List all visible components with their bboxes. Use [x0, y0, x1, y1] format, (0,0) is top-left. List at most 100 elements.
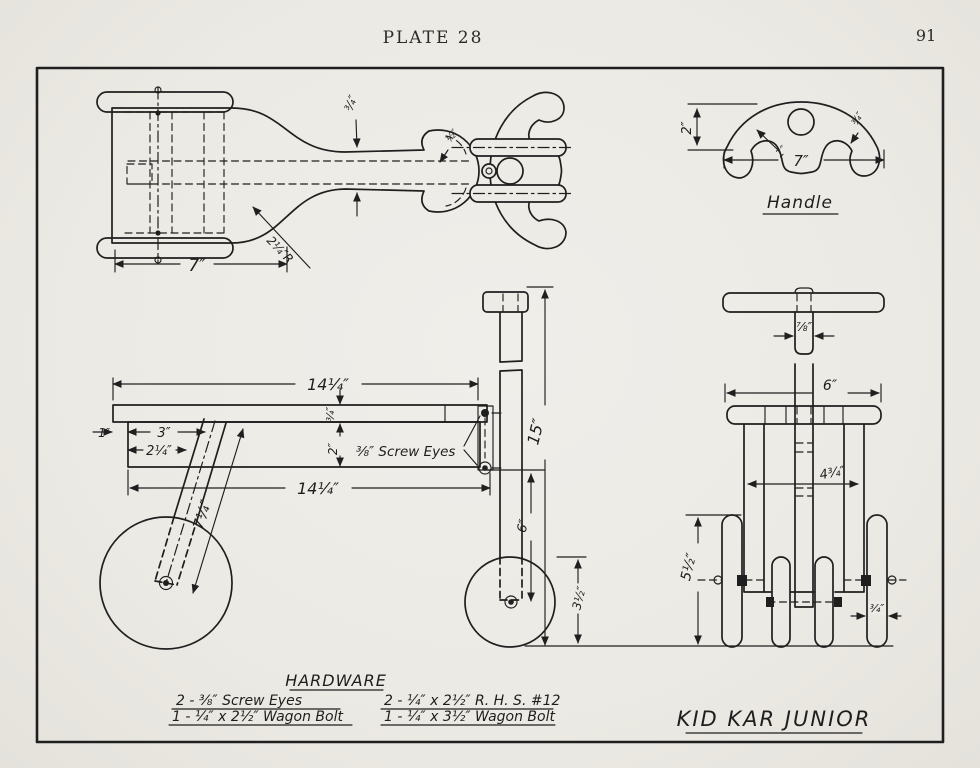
- drawing-title: KID KAR JUNIOR: [677, 707, 872, 731]
- axle-bolt-mid-left: [766, 597, 774, 607]
- dim-neck-thickness: ¾″: [342, 93, 361, 113]
- dim-rear-width: 7″: [188, 256, 206, 276]
- steering-pivot-bolt-center: [486, 168, 492, 174]
- dim-board-thickness: ¾″: [324, 406, 337, 422]
- axle-bolt-mid-right: [834, 597, 842, 607]
- dim-tip: ¾″: [850, 110, 866, 127]
- hardware-item: 2 - ⅜″ Screw Eyes: [176, 693, 302, 709]
- hardware-item: 1 - ¼″ x 2½″ Wagon Bolt: [172, 709, 343, 725]
- dim-post-height: 15″: [523, 417, 548, 447]
- dim-rail-height: 2″: [326, 442, 340, 455]
- plate-label: PLATE 28: [383, 28, 484, 48]
- rear-axle-center: [163, 580, 169, 586]
- seat-segment-lines: [765, 407, 843, 423]
- screw-eyes-label: ⅜″ Screw Eyes: [356, 444, 455, 460]
- screw-eye-bottom-center: [482, 465, 488, 471]
- dim-tip-leader: [851, 133, 860, 144]
- post-cap: [795, 288, 813, 293]
- post-hidden-in-bar: [797, 294, 811, 311]
- rear-wheel-bottom-plan: [97, 238, 233, 258]
- dim-wheel-thickness: ¾″: [870, 602, 886, 615]
- rear-axle: [160, 577, 173, 590]
- dim-curve-radius: 2¼″R: [264, 233, 296, 266]
- dim-leg-span: 4¾″: [818, 464, 846, 483]
- hardware-item: 1 - ¼″ x 3½″ Wagon Bolt: [384, 709, 555, 725]
- steering-post-elevation: 15″ 6″ 3½″: [465, 287, 893, 647]
- seat-board-side: [113, 405, 487, 422]
- dim-leg-back: 2¼″: [146, 444, 172, 459]
- screw-eyes-leaders: [464, 416, 480, 465]
- dim-post-width: ⅞″: [796, 320, 813, 334]
- side-elevation-view: 14¼″ ¾″ 2″ 1″ 3″ 2¼″ 7¼″ 14¼″ ⅜″ Screw E…: [93, 375, 501, 649]
- dim-seat-width: 6″: [823, 378, 838, 394]
- post-lower-rear: [795, 364, 813, 607]
- title-block: KID KAR JUNIOR: [677, 707, 872, 733]
- post-hidden-marks: [796, 443, 812, 496]
- handle-hole: [788, 109, 814, 135]
- seat-hidden-post: [797, 407, 811, 423]
- axle-cap-bottom: [155, 257, 161, 263]
- handle-detail-label: Handle: [767, 193, 833, 213]
- axle-bolt-right: [861, 575, 871, 586]
- dim-leglen-line: [191, 428, 245, 594]
- dim-neck-leader-top: [352, 120, 361, 148]
- hardware-item: 2 - ¼″ x 2½″ R. H. S. #12: [384, 693, 560, 709]
- dim-leg-length: 7¼″: [189, 497, 215, 531]
- axle-hidden-lines: [698, 580, 906, 602]
- prong-centerlines: [452, 148, 574, 194]
- axle-nut-right: [888, 576, 896, 584]
- screw-eye-mark-bottom: [155, 230, 161, 236]
- dim-handle-height: 2″: [680, 121, 695, 134]
- dim-pivot-leader: [440, 150, 448, 163]
- dim-radius-leader: [253, 207, 310, 268]
- dim-wheelthick-bg: [868, 601, 886, 615]
- front-wheel-side: [465, 557, 555, 647]
- axle-cap-top: [155, 87, 161, 93]
- dim-wheel-radius: 3½″: [569, 584, 588, 611]
- screw-eye-bottom: [479, 462, 491, 474]
- dim-handle-height-ext: [688, 104, 757, 150]
- handle-hole-plan: [497, 158, 523, 184]
- dim-leg-front: 3″: [157, 426, 170, 441]
- post-lower: [500, 370, 522, 557]
- dim-offset: 1″: [98, 426, 111, 440]
- rear-wheel-top-plan: [97, 92, 233, 112]
- seat-board-rear: [727, 406, 881, 424]
- page-header: PLATE 28 91: [383, 26, 937, 48]
- dim-top-length: 14¼″: [307, 375, 349, 394]
- handle-detail-view: 2″ 7″ 1″ ¾″ Handle: [680, 102, 885, 214]
- dim-handle-width: 7″: [793, 152, 809, 170]
- dim-fork-length: 6″: [515, 518, 533, 535]
- handle-outline: [723, 102, 879, 178]
- post-hidden-in-wheel: [500, 557, 522, 600]
- hardware-title: HARDWARE: [285, 671, 387, 690]
- body-outline-plan: [112, 108, 479, 243]
- handlebar-end-view: [483, 292, 528, 312]
- dim-wheel-height: 5½″: [678, 551, 700, 583]
- post-upper: [500, 313, 522, 362]
- dim-bottom-length: 14¼″: [297, 479, 339, 498]
- page-number: 91: [916, 26, 936, 45]
- top-plan-view: ¾″ 2¼″R ½″ 7″: [97, 87, 574, 276]
- post-upper-rear: [795, 312, 813, 354]
- screw-eye-top: [481, 409, 489, 417]
- dim-seat-ext: [725, 384, 881, 402]
- front-axle: [505, 596, 517, 608]
- head-hidden-arcs: [446, 136, 466, 206]
- axle-bolt-left: [737, 575, 747, 586]
- dim-groove-leader: [757, 130, 777, 149]
- hardware-list: HARDWARE 2 - ⅜″ Screw Eyes 1 - ¼″ x 2½″ …: [169, 671, 560, 725]
- rear-elevation-view: ⅞″ 6″ 4¾″ 5½″ ¾″: [678, 288, 906, 647]
- side-rail: [128, 422, 480, 467]
- dim-toplen-ext: [113, 378, 478, 400]
- screw-eye-mark-top: [155, 110, 161, 116]
- hidden-lines-plan: [125, 112, 470, 233]
- rear-legs: [744, 424, 864, 592]
- front-axle-center: [508, 599, 514, 605]
- steering-pivot-bolt: [482, 164, 496, 178]
- plate-border-frame: [37, 68, 943, 742]
- handlebar-rear: [723, 293, 884, 312]
- handlebar-hidden-post: [503, 294, 518, 311]
